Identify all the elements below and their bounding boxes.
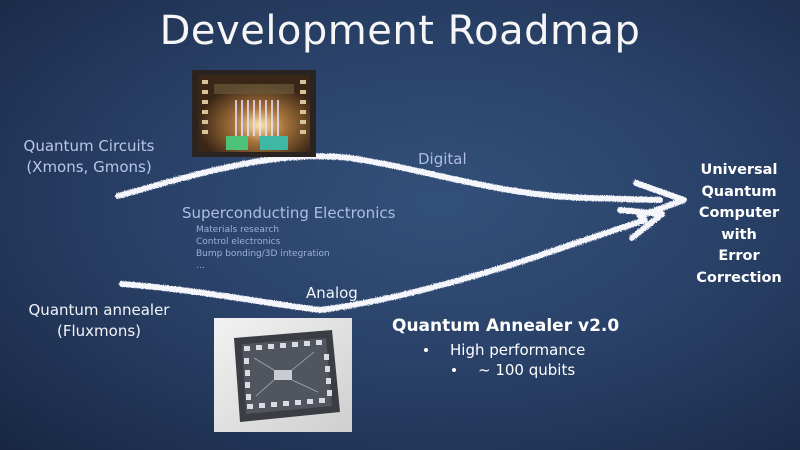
- quantum-annealer-line1: Quantum annealer: [28, 301, 170, 319]
- electronics-item-list: Materials research Control electronics B…: [196, 224, 330, 272]
- digital-arrow: [115, 153, 663, 203]
- quantum-annealer-label: Quantum annealer (Fluxmons): [18, 300, 180, 342]
- goal-line: Quantum: [701, 183, 777, 200]
- bullet-item: High performance: [424, 340, 585, 360]
- bullet-item: ~ 100 qubits: [424, 360, 585, 380]
- electronics-item: …: [196, 261, 205, 271]
- goal-line: Error: [718, 248, 760, 264]
- annealer-v2-bullets: High performance ~ 100 qubits: [424, 340, 585, 380]
- universal-quantum-computer-goal: Universal Quantum Computer with Error Co…: [680, 160, 798, 289]
- electronics-item: Control electronics: [196, 237, 281, 247]
- quantum-circuits-line2: (Xmons, Gmons): [26, 158, 152, 176]
- quantum-circuits-line1: Quantum Circuits: [23, 137, 155, 155]
- goal-line: Correction: [696, 269, 782, 286]
- goal-line: Computer with: [698, 205, 780, 243]
- superconducting-electronics-heading: Superconducting Electronics: [182, 204, 396, 222]
- annealer-chip-photo: [214, 318, 352, 432]
- bullet-text: ~ 100 qubits: [478, 361, 576, 379]
- bullet-dot-icon: [452, 368, 456, 372]
- digital-path-label: Digital: [418, 150, 467, 168]
- analog-path-label: Analog: [306, 284, 358, 302]
- goal-line: Universal: [700, 162, 778, 178]
- electronics-item: Materials research: [196, 225, 280, 235]
- bullet-dot-icon: [424, 348, 428, 352]
- analog-arrowhead: [617, 207, 665, 241]
- analog-arrow: [119, 217, 648, 314]
- electronics-item: Bump bonding/3D integration: [196, 249, 330, 259]
- quantum-annealer-line2: (Fluxmons): [57, 322, 141, 340]
- quantum-circuits-label: Quantum Circuits (Xmons, Gmons): [14, 136, 164, 178]
- annealer-v2-title: Quantum Annealer v2.0: [392, 316, 620, 336]
- bullet-text: High performance: [450, 341, 586, 359]
- slide-title: Development Roadmap: [159, 8, 641, 54]
- qubit-chip-photo: [192, 70, 316, 157]
